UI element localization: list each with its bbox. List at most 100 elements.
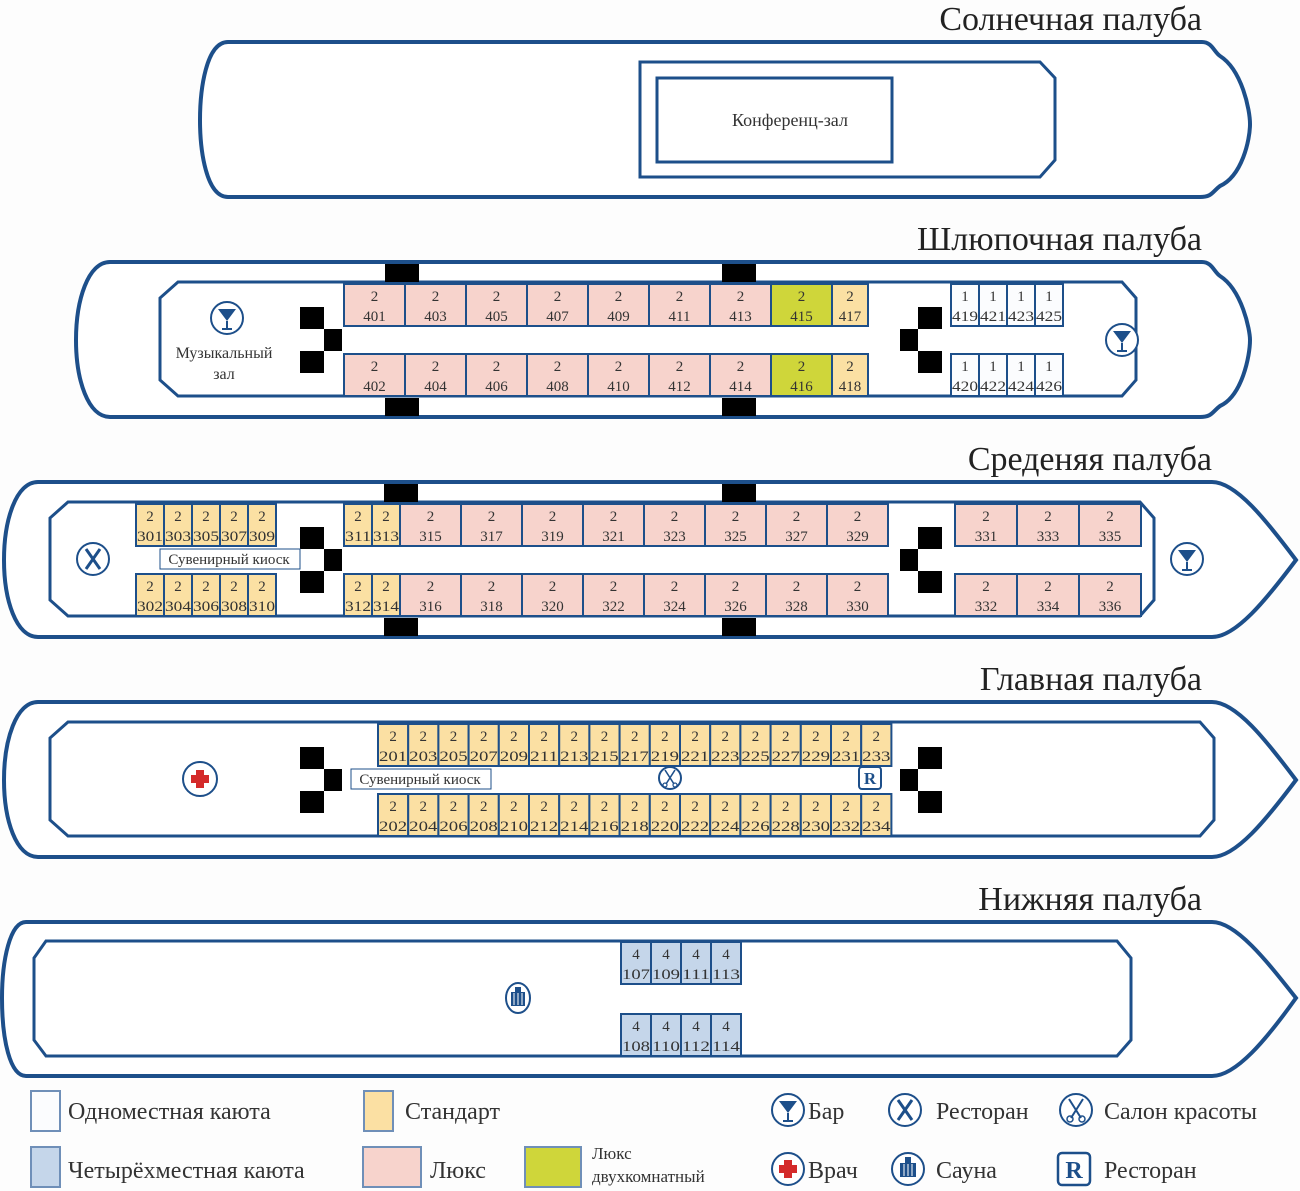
cabin-box[interactable]	[704, 503, 767, 547]
cabin-box[interactable]	[497, 793, 530, 837]
cabin-box[interactable]	[582, 503, 645, 547]
cabin-box[interactable]	[770, 353, 833, 397]
cabin-box[interactable]	[526, 353, 589, 397]
cabin-box[interactable]	[437, 793, 470, 837]
cabin-box[interactable]	[163, 503, 193, 547]
cabin-box[interactable]	[1034, 353, 1064, 397]
cabin-box[interactable]	[799, 723, 832, 767]
cabin-box[interactable]	[465, 283, 528, 327]
cabin-box[interactable]	[1006, 283, 1036, 327]
cabin-box[interactable]	[404, 353, 467, 397]
cabin-box[interactable]	[620, 1013, 652, 1057]
cabin-box[interactable]	[558, 723, 591, 767]
souvenir-kiosk[interactable]	[159, 548, 301, 570]
cabin-box[interactable]	[770, 283, 833, 327]
cabin-box[interactable]	[219, 503, 249, 547]
cabin-box[interactable]	[648, 283, 711, 327]
cabin-box[interactable]	[1078, 573, 1142, 617]
cabin-box[interactable]	[528, 723, 561, 767]
cabin-box[interactable]	[650, 1013, 682, 1057]
cabin-box[interactable]	[679, 723, 712, 767]
cabin-box[interactable]	[860, 723, 893, 767]
cabin-box[interactable]	[831, 283, 869, 327]
cabin-box[interactable]	[950, 353, 980, 397]
cabin-box[interactable]	[618, 723, 651, 767]
cabin-box[interactable]	[467, 793, 500, 837]
cabin-box[interactable]	[399, 573, 462, 617]
cabin-box[interactable]	[679, 793, 712, 837]
cabin-box[interactable]	[620, 941, 652, 985]
cabin-box[interactable]	[709, 723, 742, 767]
cabin-box[interactable]	[526, 283, 589, 327]
cabin-box[interactable]	[437, 723, 470, 767]
cabin-box[interactable]	[163, 573, 193, 617]
cabin-box[interactable]	[399, 503, 462, 547]
cabin-box[interactable]	[765, 573, 828, 617]
cabin-box[interactable]	[343, 283, 406, 327]
cabin-box[interactable]	[407, 723, 440, 767]
cabin-box[interactable]	[799, 793, 832, 837]
cabin-box[interactable]	[618, 793, 651, 837]
cabin-box[interactable]	[371, 573, 401, 617]
cabin-box[interactable]	[704, 573, 767, 617]
cabin-box[interactable]	[528, 793, 561, 837]
cabin-box[interactable]	[650, 941, 682, 985]
cabin-box[interactable]	[343, 573, 373, 617]
